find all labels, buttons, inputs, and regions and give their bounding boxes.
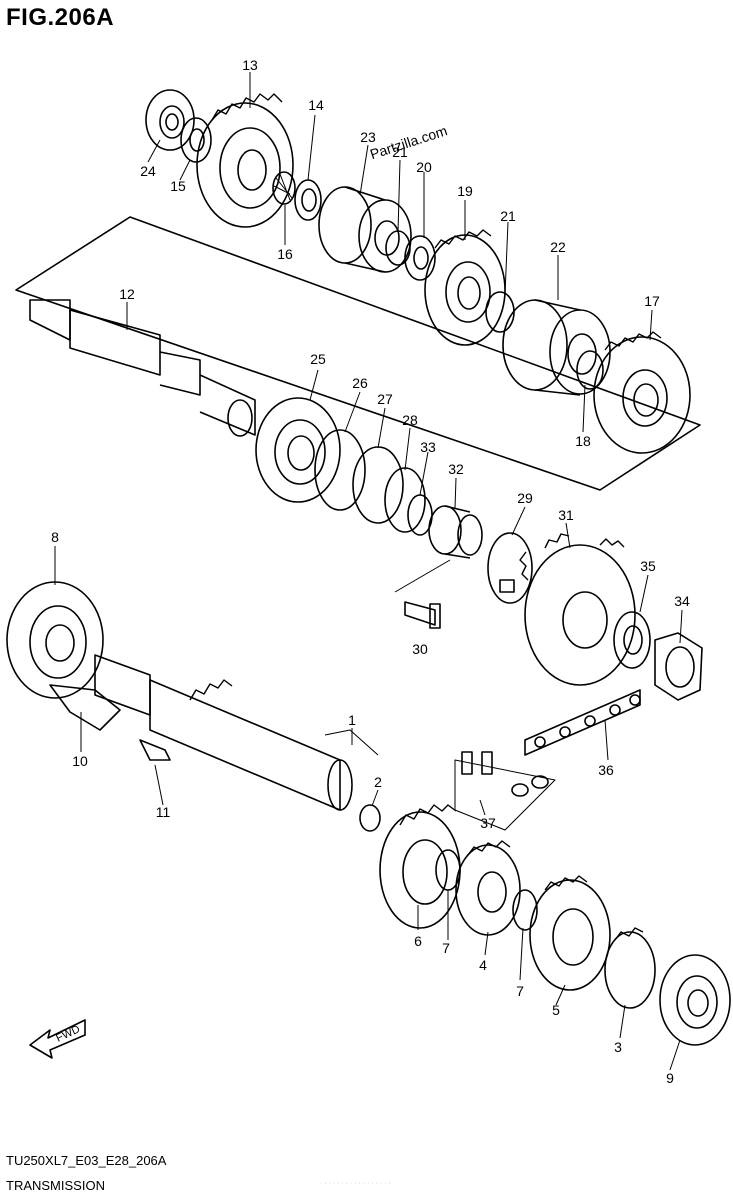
part-label-8: 8 [51,529,59,545]
countershaft-group-outline [15,216,701,491]
part-label-6: 6 [414,933,422,949]
needle-bearing-16 [272,171,296,205]
bracket-1-2 [324,729,379,756]
circlip-21b [485,291,515,333]
part-label-21b: 21 [500,208,516,224]
part-label-13: 13 [242,57,258,73]
part-label-11: 11 [156,804,171,820]
part-label-15: 15 [170,178,186,194]
leader-lines [54,72,683,1071]
part-label-9: 9 [666,1070,674,1086]
washer-20 [404,235,436,281]
part-label-17: 17 [644,293,660,309]
washer-18 [576,350,604,390]
part-label-35: 35 [640,558,656,574]
gear-19 [424,229,506,346]
part-label-2: 2 [374,774,382,790]
gear-22 [502,299,611,396]
bearing-9 [659,954,731,1046]
part-label-14: 14 [308,97,324,113]
part-number-labels: 1 2 3 4 5 6 7 7 8 9 10 11 12 13 14 15 16… [51,57,690,1086]
part-label-16: 16 [277,246,293,262]
screw-11 [139,739,171,761]
washer-14 [294,179,322,221]
part-label-5: 5 [552,1002,560,1018]
plate-29 [487,532,533,604]
bearing-8 [6,581,104,699]
drive-chain-36 [524,689,641,756]
model-code: TU250XL7_E03_E28_206A [6,1153,167,1168]
part-label-27: 27 [377,391,393,407]
sprocket-31 [519,533,636,686]
mainshaft-1 [94,654,353,811]
part-label-24: 24 [140,163,156,179]
figure-title: FIG.206A [6,4,115,31]
part-label-28: 28 [402,412,418,428]
part-label-21a: 21 [392,144,408,160]
part-label-25: 25 [310,351,326,367]
gear-23 [318,186,412,273]
gear-13 [196,93,294,228]
part-label-31: 31 [558,507,574,523]
chain-joint-37 [454,751,556,831]
part-label-10: 10 [72,753,88,769]
gear-5 [529,875,611,991]
footer-faint-text: · · · · · · · · · · · · · · · · · [320,1180,391,1187]
retainer-10 [49,684,121,731]
part-label-7b: 7 [516,983,524,999]
part-label-1: 1 [348,712,356,728]
spacer-27 [352,446,404,524]
fwd-arrow-icon: FWD [29,1019,86,1059]
part-label-3: 3 [614,1039,622,1055]
bushing-2 [359,804,381,832]
bearing-24 [145,89,195,151]
spacer-32 [428,505,483,559]
seal-26 [314,429,366,511]
part-label-34: 34 [674,593,690,609]
gear-4 [455,840,521,936]
washer-15 [180,117,212,163]
part-label-22: 22 [550,239,566,255]
part-label-30: 30 [412,641,428,657]
part-label-19: 19 [457,183,473,199]
bearing-25 [255,397,341,503]
part-label-4: 4 [479,957,487,973]
bolt-30 [404,601,441,629]
part-label-29: 29 [517,490,533,506]
part-label-12: 12 [119,286,135,302]
oil-seal-28 [384,467,426,533]
part-label-33: 33 [420,439,436,455]
countershaft-12 [29,299,256,437]
part-label-36: 36 [598,762,614,778]
gear-17 [593,331,691,454]
part-label-7a: 7 [442,940,450,956]
part-label-20: 20 [416,159,432,175]
part-label-37: 37 [480,815,496,831]
section-name: TRANSMISSION [6,1178,105,1193]
part-label-18: 18 [575,433,591,449]
leader-bolt-30 [394,559,451,593]
circlip-7b [512,889,538,931]
part-label-26: 26 [352,375,368,391]
washer-35 [613,611,651,669]
part-label-23: 23 [360,129,376,145]
gear-3 [604,927,656,1009]
nut-34 [654,632,703,701]
part-label-32: 32 [448,461,464,477]
